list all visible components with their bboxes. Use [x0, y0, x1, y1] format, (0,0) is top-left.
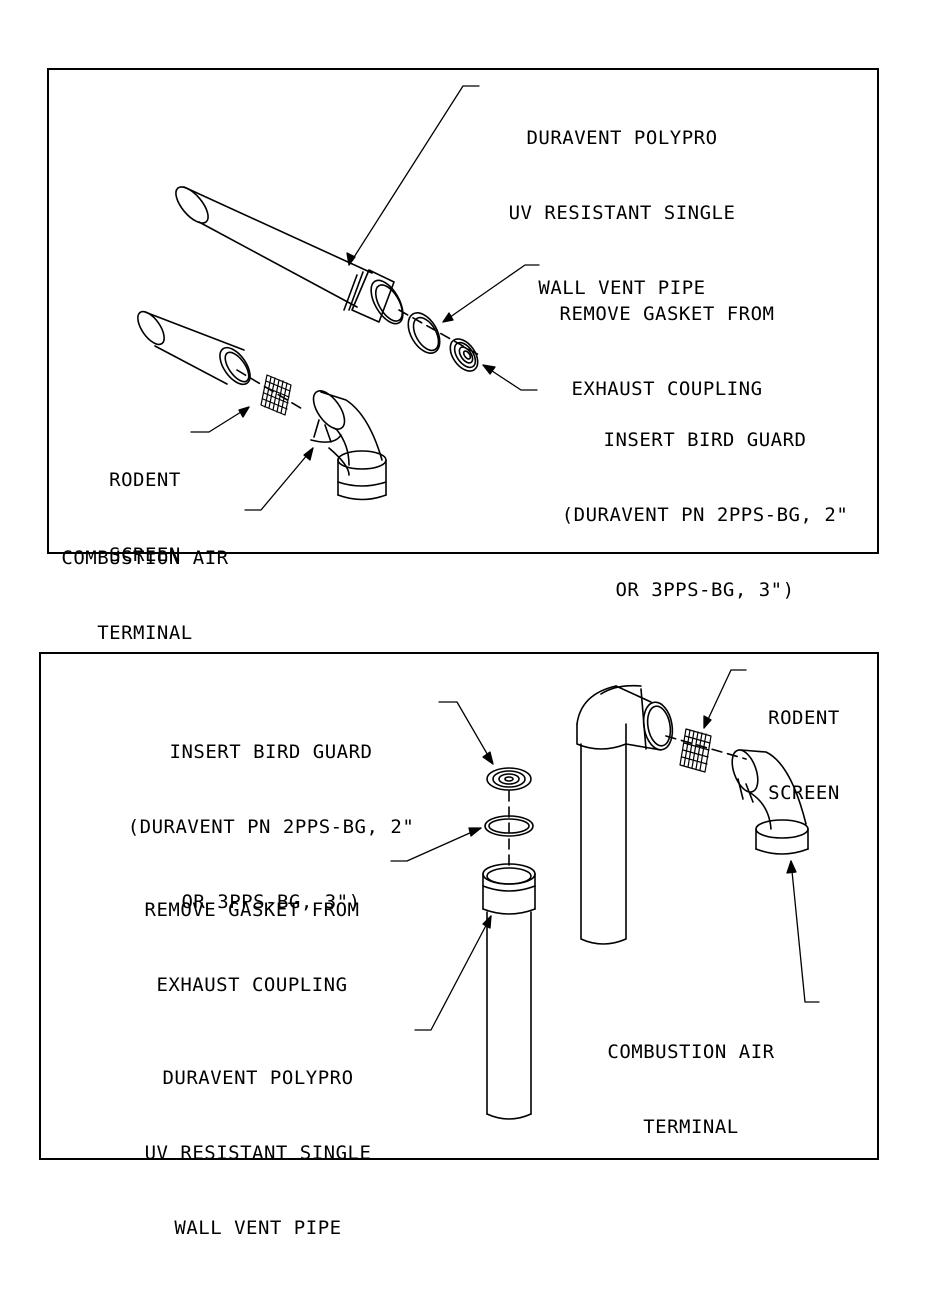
- bottom-air-terminal-elbow: [731, 749, 809, 855]
- bottom-leader-lines: [390, 669, 820, 1031]
- top-rodent-label-line-1: RODENT: [109, 469, 181, 491]
- bottom-diagram-drawing: [390, 669, 820, 1120]
- bottom-gasket-label-line-1: REMOVE GASKET FROM: [144, 899, 360, 921]
- top-gasket-label-line-2: EXHAUST COUPLING: [571, 378, 763, 400]
- top-bird-guard-label-line-1: INSERT BIRD GUARD: [603, 429, 807, 451]
- bottom-rodent-label-line-2: SCREEN: [768, 782, 840, 804]
- top-vent-pipe-label-line-1: DURAVENT POLYPRO: [526, 127, 718, 149]
- bottom-bird-guard-label-line-1: INSERT BIRD GUARD: [169, 741, 373, 763]
- bottom-centerline-intake: [665, 735, 747, 760]
- top-centerline-exhaust: [398, 309, 480, 356]
- bottom-rodent-label-line-1: RODENT: [768, 707, 840, 729]
- top-rodent-label-line-2: SCREEN: [109, 544, 181, 566]
- top-vent-pipe-label-line-2: UV RESISTANT SINGLE: [508, 202, 736, 224]
- top-bird-guard-label-line-2: (DURAVENT PN 2PPS-BG, 2": [561, 504, 849, 526]
- bottom-installation-diagram: INSERT BIRD GUARD (DURAVENT PN 2PPS-BG, …: [39, 652, 879, 1239]
- top-vent-pipe: [175, 186, 404, 325]
- top-leader-lines: [190, 85, 540, 511]
- top-air-terminal-elbow: [310, 390, 387, 501]
- bottom-gasket-label-line-2: EXHAUST COUPLING: [156, 974, 348, 996]
- top-rodent-screen: [260, 374, 292, 416]
- top-air-terminal-label-line-1: COMBUSTION AIR: [61, 547, 229, 569]
- bottom-air-terminal-label-line-2: TERMINAL: [643, 1116, 739, 1138]
- top-gasket: [407, 312, 441, 354]
- bottom-bird-guard: [486, 767, 532, 791]
- bottom-gasket: [484, 815, 534, 837]
- bottom-vent-pipe-label-line-3: WALL VENT PIPE: [174, 1217, 342, 1239]
- bottom-vent-pipe-label-line-1: DURAVENT POLYPRO: [162, 1067, 354, 1089]
- bottom-bird-guard-label-line-3: OR 3PPS-BG, 3"): [181, 891, 361, 913]
- top-vent-pipe-label-line-3: WALL VENT PIPE: [538, 277, 706, 299]
- top-bird-guard: [449, 338, 479, 372]
- top-intake-pipe: [137, 310, 251, 386]
- bottom-vent-pipe: [482, 863, 536, 1120]
- bottom-air-terminal-label-line-1: COMBUSTION AIR: [607, 1041, 775, 1063]
- bottom-intake-pipe: [576, 684, 674, 945]
- top-gasket-label-line-1: REMOVE GASKET FROM: [559, 303, 775, 325]
- top-installation-diagram: DURAVENT POLYPRO UV RESISTANT SINGLE WAL…: [47, 68, 879, 644]
- bottom-rodent-screen: [679, 728, 712, 773]
- bottom-bird-guard-label-line-2: (DURAVENT PN 2PPS-BG, 2": [127, 816, 415, 838]
- top-diagram-drawing: [137, 85, 540, 511]
- top-centerline-intake: [236, 369, 305, 411]
- top-bird-guard-label-line-3: OR 3PPS-BG, 3"): [615, 579, 795, 601]
- bottom-vent-pipe-label-line-2: UV RESISTANT SINGLE: [144, 1142, 372, 1164]
- top-air-terminal-label-line-2: TERMINAL: [97, 622, 193, 644]
